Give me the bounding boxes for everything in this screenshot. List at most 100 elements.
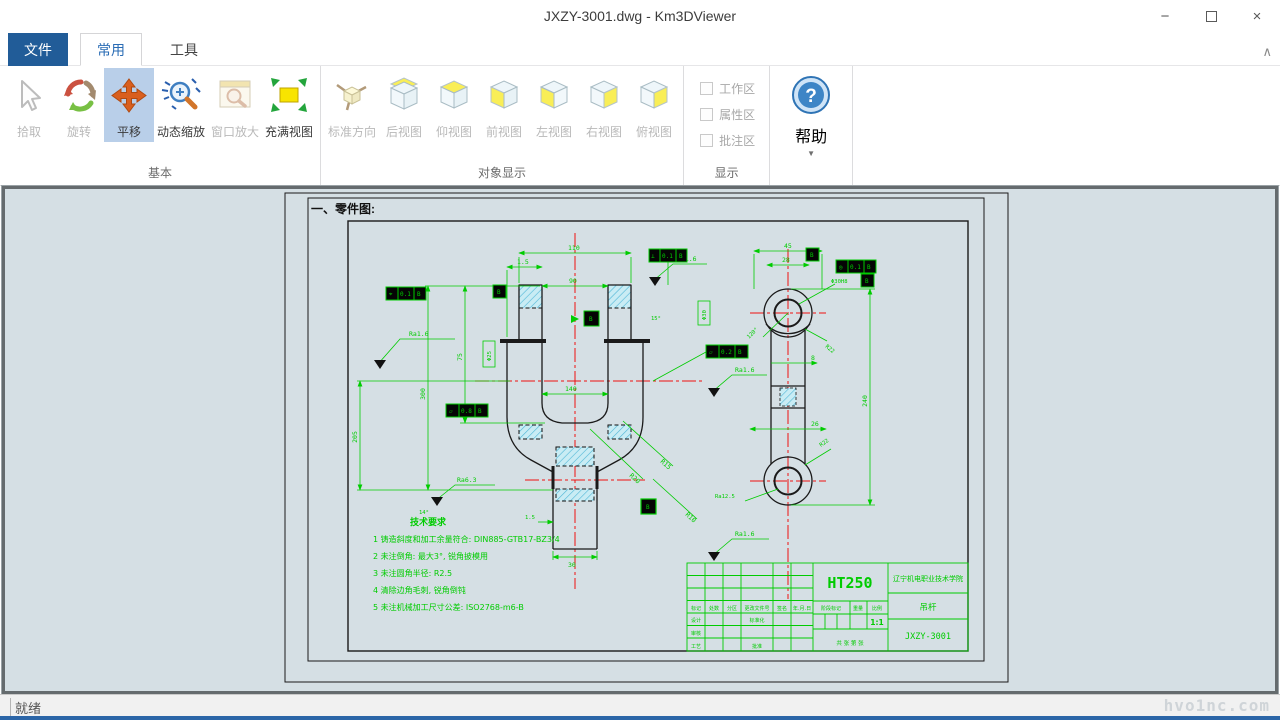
annotation-checkbox-row[interactable]: 批注区 [700,132,755,149]
svg-text:0.2: 0.2 [721,349,732,356]
svg-text:处数: 处数 [709,605,719,612]
pan-icon [107,72,151,120]
svg-text:阶段标记: 阶段标记 [821,605,841,612]
tab-file[interactable]: 文件 [8,33,68,66]
svg-text:1:1: 1:1 [870,618,883,627]
sheet-frames [284,192,1009,683]
svg-text:B: B [478,408,482,415]
dynamic-zoom-button[interactable]: 动态缩放 [154,68,208,142]
svg-text:R22: R22 [824,344,835,355]
section-title: 一、零件图: [311,201,375,216]
help-dropdown-arrow[interactable]: ▼ [807,149,816,158]
status-ready: 就绪 [10,698,41,717]
svg-text:3 未注圆角半径: R2.5: 3 未注圆角半径: R2.5 [373,568,452,578]
cad-drawing: 一、零件图: [284,192,1009,683]
close-button[interactable]: × [1234,0,1280,33]
standard-direction-button[interactable]: 标准方向 [325,68,379,142]
svg-text:吊杆: 吊杆 [919,602,937,613]
top-view-button[interactable]: 俯视图 [629,68,679,142]
eyebar-side-view: 45 28 240 26 8 Φ30H8 R22 120° Ra12.5 R22 [715,242,875,599]
svg-text:Φ25: Φ25 [487,351,493,361]
svg-text:共 张 第 张: 共 张 第 张 [836,639,864,647]
svg-text:14°: 14° [419,510,429,516]
cube-bottom-icon [432,72,476,120]
pan-button[interactable]: 平移 [104,68,154,142]
axis-cube-icon [330,72,374,120]
svg-text:Ra1.6: Ra1.6 [735,366,755,374]
help-icon: ? [788,72,834,123]
ribbon-group-help: ? 帮助 ▼ [770,66,854,185]
svg-text:Φ30H8: Φ30H8 [831,279,848,285]
ribbon-tabs: 文件 常用 工具 [0,33,1280,66]
annotation-checkbox[interactable] [700,134,714,147]
svg-text:Ra1.6: Ra1.6 [409,330,429,338]
cube-front-icon [482,72,526,120]
drawing-viewport[interactable]: 一、零件图: [2,186,1278,694]
maximize-button[interactable] [1188,0,1234,33]
svg-text:0.8: 0.8 [461,408,472,415]
svg-text:B: B [679,253,683,260]
svg-text:批准: 批准 [752,643,762,650]
svg-text:240: 240 [861,395,869,407]
svg-text:0.1: 0.1 [850,264,861,271]
svg-text:签名: 签名 [777,605,787,612]
workspace-checkbox-row[interactable]: 工作区 [700,80,755,97]
left-view-button[interactable]: 左视图 [529,68,579,142]
svg-text:辽宁机电职业技术学院: 辽宁机电职业技术学院 [893,574,963,583]
svg-text:◎: ◎ [839,264,843,271]
ribbon-group-object-display: 标准方向 后视图 [321,66,685,185]
rotate-button[interactable]: 旋转 [54,68,104,142]
svg-text:JXZY-3001: JXZY-3001 [905,632,951,642]
bottom-view-button[interactable]: 仰视图 [429,68,479,142]
svg-text:0.1: 0.1 [662,253,673,260]
fit-view-icon [267,72,311,120]
svg-text:Φ30: Φ30 [702,310,708,320]
clevis-front-view: 110 1.5 90 140 75 300 205 30 1.5 R20 R15… [351,233,769,589]
maximize-icon [1205,11,1217,22]
window-zoom-button[interactable]: 窗口放大 [208,68,262,142]
cursor-icon [7,72,51,120]
svg-text:140: 140 [565,385,577,393]
svg-text:R22: R22 [819,438,831,449]
title-bar: JXZY-3001.dwg - Km3DViewer − × [0,0,1280,33]
tab-tools[interactable]: 工具 [170,41,198,58]
svg-text:B: B [589,316,593,323]
svg-text:标准化: 标准化 [749,617,764,624]
title-block: HT250 辽宁机电职业技术学院 吊杆 JXZY-3001 1:1 共 张 第 … [686,562,969,652]
rotate-icon [57,72,101,120]
front-view-button[interactable]: 前视图 [479,68,529,142]
cube-right-icon [582,72,626,120]
property-checkbox[interactable] [700,108,714,121]
svg-text:比例: 比例 [872,605,882,612]
svg-text:工艺: 工艺 [691,644,701,650]
ribbon-group-display: 工作区 属性区 批注区 显示 [684,66,771,185]
svg-text:年.月.日: 年.月.日 [793,605,811,612]
pick-button[interactable]: 拾取 [4,68,54,142]
svg-text:⊥: ⊥ [651,253,655,260]
svg-text:90: 90 [569,277,577,285]
svg-text:R10: R10 [684,511,698,525]
svg-text:B: B [810,252,814,259]
svg-text:B: B [646,504,650,511]
svg-text:8: 8 [811,354,815,362]
svg-text:B: B [867,264,871,271]
svg-text:1.5: 1.5 [517,258,529,266]
help-button[interactable]: ? 帮助 ▼ [774,68,848,158]
back-view-button[interactable]: 后视图 [379,68,429,142]
dynamic-zoom-icon [159,72,203,120]
ribbon-group-basic: 拾取 旋转 [0,66,322,185]
tab-common[interactable]: 常用 [80,33,142,66]
window-title: JXZY-3001.dwg - Km3DViewer [543,8,737,24]
right-view-button[interactable]: 右视图 [579,68,629,142]
fit-view-button[interactable]: 充满视图 [262,68,316,142]
svg-text:Ra1.6: Ra1.6 [735,530,755,538]
minimize-icon: − [1160,8,1170,25]
property-checkbox-row[interactable]: 属性区 [700,106,755,123]
workspace-checkbox[interactable] [700,82,714,95]
collapse-ribbon-icon[interactable]: ∧ [1262,44,1272,59]
svg-text:4 清除边角毛刺, 锐角倒钝: 4 清除边角毛刺, 锐角倒钝 [373,585,466,595]
minimize-button[interactable]: − [1142,0,1188,33]
svg-text:5 未注机械加工尺寸公差: ISO2768-m6-B: 5 未注机械加工尺寸公差: ISO2768-m6-B [373,602,524,612]
svg-text:▱: ▱ [709,349,713,356]
